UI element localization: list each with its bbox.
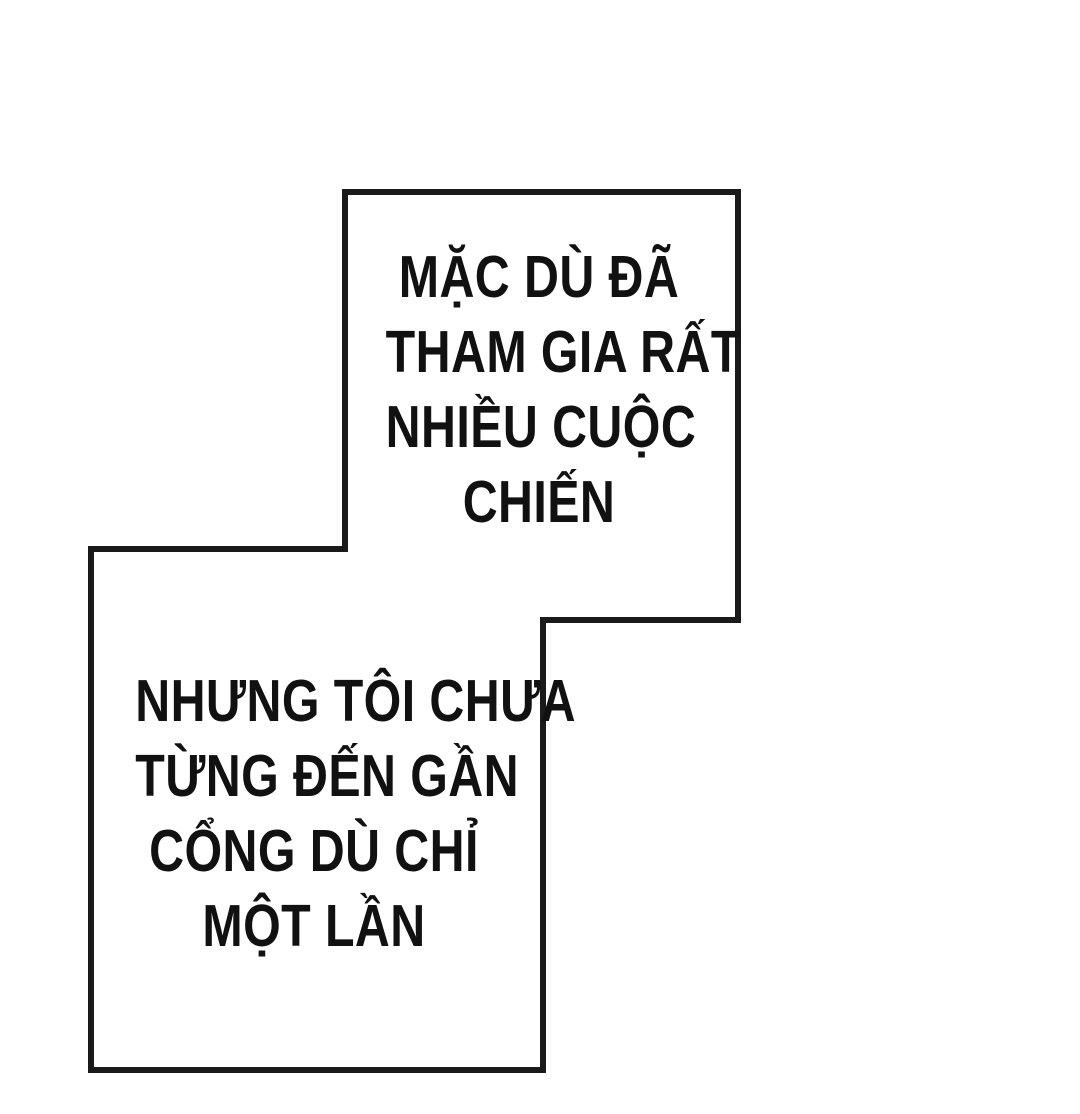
panel-bottom-left-line-3: CỔNG DÙ CHỈ	[149, 818, 479, 884]
panel-top-right-line-3: NHIỀU CUỘC	[385, 394, 697, 460]
panel-top-right-text: MẶC DÙ ĐÃ THAM GIA RẤT NHIỀU CUỘC CHIẾN	[352, 240, 741, 540]
panel-top-right-border-top	[342, 189, 741, 195]
panel-top-right-border-right	[735, 189, 741, 623]
panel-top-right-line-1: MẶC DÙ ĐÃ	[398, 244, 680, 310]
panel-bottom-left-border-top	[88, 546, 348, 552]
panel-bottom-left-border-bottom	[88, 1067, 546, 1073]
panel-bottom-left-line-2: TỪNG ĐẾN GẦN	[135, 743, 519, 809]
panel-bottom-left-border-left	[88, 546, 94, 1073]
panel-bottom-left-border-right	[540, 617, 546, 1073]
panel-bottom-left-line-1: NHƯNG TÔI CHƯA	[135, 668, 577, 734]
panel-top-right-line-4: CHIẾN	[462, 469, 616, 535]
panel-bottom-left-line-4: MỘT LẦN	[202, 893, 426, 959]
panel-top-right-border-bottom	[540, 617, 741, 623]
panel-bottom-left-text: NHƯNG TÔI CHƯA TỪNG ĐẾN GẦN CỔNG DÙ CHỈ …	[96, 664, 577, 964]
panel-top-right-border-left	[342, 189, 348, 552]
panel-top-right-line-2: THAM GIA RẤT	[385, 319, 741, 385]
